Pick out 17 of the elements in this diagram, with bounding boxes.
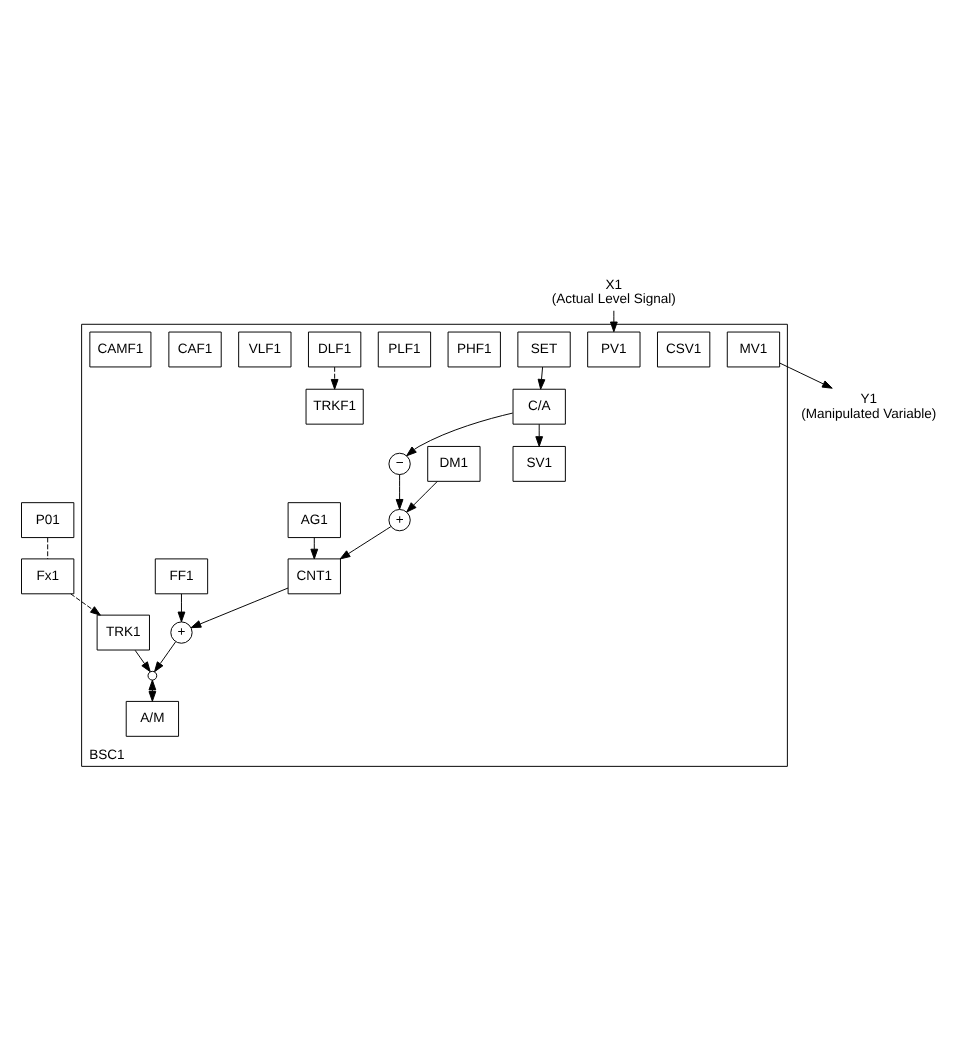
- arrow: [535, 422, 544, 446]
- arrow: [310, 536, 319, 559]
- arrow: [339, 525, 392, 559]
- arrow: [134, 648, 151, 672]
- arrow: [779, 361, 833, 388]
- arrow: [406, 479, 438, 512]
- arrow: [70, 592, 101, 615]
- arrow: [154, 640, 177, 672]
- node-circle: [147, 669, 158, 680]
- arrow: [190, 586, 289, 628]
- arrow: [609, 309, 618, 332]
- arrow: [395, 473, 404, 509]
- arrow: [537, 365, 546, 389]
- arrow: [406, 411, 514, 456]
- arrow: [177, 592, 186, 622]
- arrow: [330, 365, 339, 389]
- connector: [47, 536, 49, 559]
